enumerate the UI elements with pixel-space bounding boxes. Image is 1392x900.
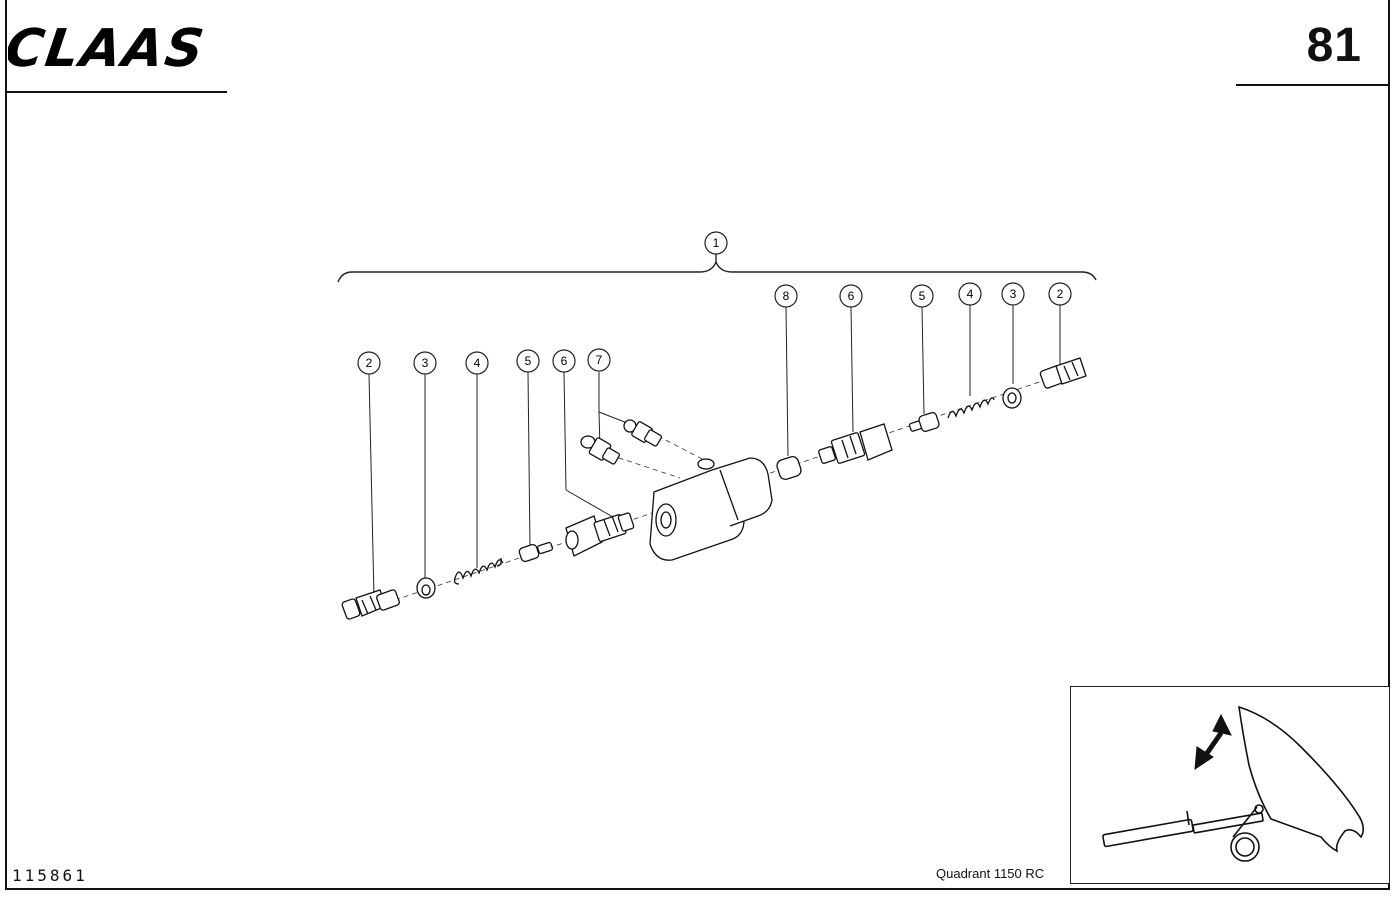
svg-text:5: 5 — [525, 354, 532, 368]
part-spring-left — [453, 557, 504, 585]
header-rule-right — [1236, 84, 1390, 86]
svg-text:8: 8 — [783, 289, 790, 303]
svg-text:4: 4 — [967, 287, 974, 301]
header-rule-left — [5, 91, 227, 93]
svg-text:7: 7 — [596, 353, 603, 367]
locator-drawing — [1102, 705, 1365, 862]
part-valve-housing — [649, 457, 773, 561]
part-valve-seat-left — [565, 512, 635, 557]
assembly-bracket — [337, 260, 1097, 283]
document-number: 115861 — [12, 866, 88, 885]
claas-logo-text: CLAAS — [8, 19, 209, 76]
callout-left-6: 6 — [552, 349, 576, 373]
callout-right-2: 2 — [1048, 282, 1072, 306]
part-grease-nipple-b — [623, 419, 662, 447]
part-fitting-left — [341, 589, 400, 620]
locator-thumbnail — [1070, 686, 1390, 884]
callout-right-4: 4 — [958, 282, 982, 306]
frame-bottom-border — [5, 888, 1390, 890]
part-washer-right — [1002, 387, 1022, 409]
callout-left-7: 7 — [587, 348, 611, 372]
part-valve-seat-right — [818, 423, 893, 464]
part-pin-right — [908, 412, 940, 432]
svg-text:6: 6 — [561, 354, 568, 368]
part-cap — [776, 456, 802, 480]
svg-text:3: 3 — [1010, 287, 1017, 301]
part-fitting-right — [1039, 357, 1087, 389]
part-grease-nipple-a — [580, 435, 620, 465]
part-washer-left — [416, 577, 436, 599]
callout-left-4: 4 — [465, 351, 489, 375]
callout-left-3: 3 — [413, 351, 437, 375]
callout-right-8: 8 — [774, 284, 798, 308]
svg-text:2: 2 — [366, 356, 373, 370]
callout-left-5: 5 — [516, 349, 540, 373]
callout-left-2: 2 — [357, 351, 381, 375]
callout-right-6: 6 — [839, 284, 863, 308]
frame-left-border — [5, 0, 7, 890]
callout-right-3: 3 — [1001, 282, 1025, 306]
movement-arrow-icon — [1194, 713, 1232, 770]
callout-right-5: 5 — [910, 284, 934, 308]
callout-assembly: 1 — [704, 231, 728, 255]
part-spring-right — [947, 397, 995, 419]
part-pin-left — [518, 541, 554, 563]
frame-right-border — [1388, 0, 1390, 890]
svg-text:6: 6 — [848, 289, 855, 303]
callout-label: 1 — [713, 236, 720, 250]
svg-text:3: 3 — [422, 356, 429, 370]
model-name: Quadrant 1150 RC — [936, 866, 1045, 881]
svg-text:2: 2 — [1057, 287, 1064, 301]
svg-text:5: 5 — [919, 289, 926, 303]
page-number: 81 — [1306, 19, 1362, 72]
svg-text:4: 4 — [474, 356, 481, 370]
claas-logo: CLAAS — [8, 19, 209, 76]
